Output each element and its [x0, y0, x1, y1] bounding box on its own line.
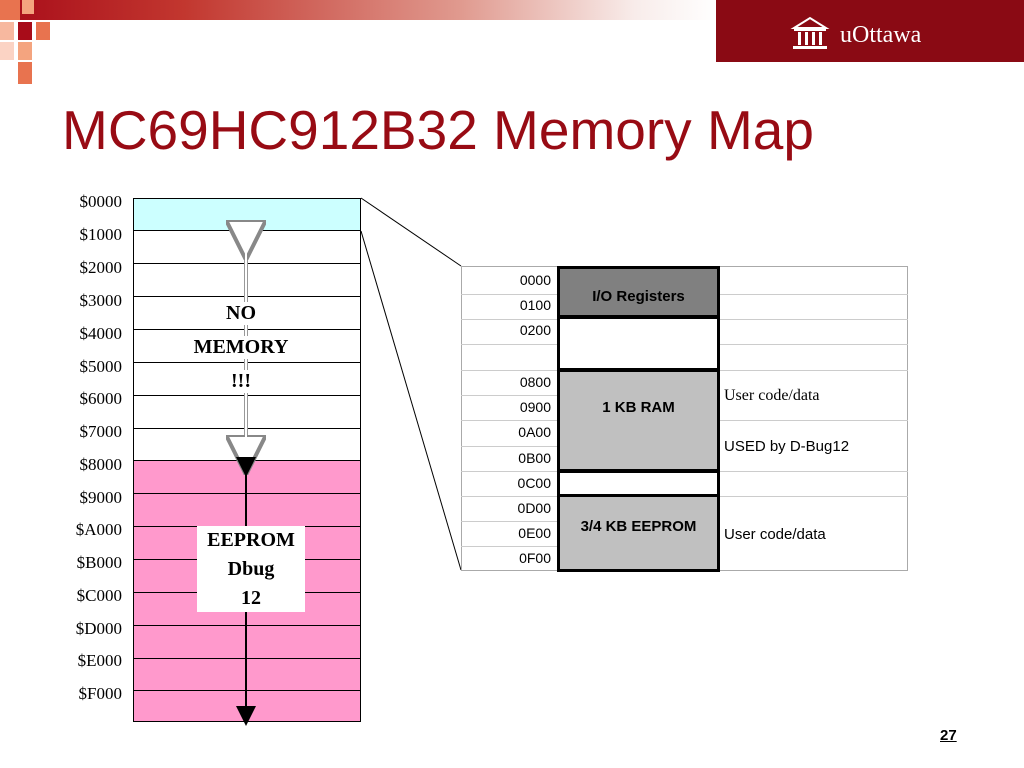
- detail-row-border: [461, 496, 558, 497]
- detail-row-border: [719, 319, 908, 320]
- detail-row-border: [719, 420, 908, 421]
- detail-row-border: [461, 319, 558, 320]
- detail-row-border: [461, 420, 558, 421]
- decor-square: [36, 22, 50, 40]
- detail-row-border: [461, 446, 558, 447]
- dbug-description: USED by D-Bug12: [724, 438, 850, 455]
- memory-address-label: $B000: [76, 553, 122, 572]
- no-memory-label: !!!: [206, 370, 276, 393]
- detail-row-border: [461, 294, 558, 295]
- decor-square: [22, 0, 34, 14]
- detail-row-border: [461, 370, 558, 371]
- memory-address-label: $D000: [75, 619, 122, 638]
- detail-address-label: 0D00: [517, 500, 551, 516]
- memory-address-label: $F000: [78, 684, 122, 703]
- detail-row-border: [719, 294, 908, 295]
- detail-row-border: [719, 471, 908, 472]
- detail-address-label: 0900: [519, 399, 551, 415]
- no-memory-label: MEMORY: [176, 336, 306, 359]
- detail-row-border: [461, 471, 558, 472]
- memory-address-label: $9000: [79, 488, 123, 507]
- detail-address-label: 0200: [519, 322, 551, 338]
- eeprom-user-description: User code/data: [724, 526, 826, 543]
- memory-address-label: $A000: [75, 520, 122, 539]
- decor-square: [0, 22, 14, 40]
- detail-address-label: 0A00: [518, 424, 551, 440]
- detail-row-border: [719, 344, 908, 345]
- eeprom-caption-box: [197, 526, 305, 612]
- slide-title: MC69HC912B32 Memory Map: [62, 99, 814, 161]
- eeprom-block: [557, 494, 720, 572]
- page-number: 27: [940, 727, 957, 744]
- ram-block: [557, 369, 720, 472]
- zoom-line-top: [360, 197, 462, 267]
- detail-row-border: [461, 395, 558, 396]
- memory-address-label: $7000: [79, 422, 123, 441]
- decor-square: [0, 42, 14, 60]
- unused-block: [557, 316, 720, 371]
- ram-user-description: User code/data: [724, 387, 820, 404]
- memory-address-label: $E000: [77, 651, 122, 670]
- ram-label: 1 KB RAM: [602, 399, 675, 416]
- detail-row-border: [461, 344, 558, 345]
- detail-row-border: [461, 521, 558, 522]
- memory-address-label: $2000: [79, 258, 123, 277]
- detail-row-border: [719, 496, 908, 497]
- detail-address-label: 0100: [519, 297, 551, 313]
- logo-banner: [716, 0, 1024, 62]
- detail-address-label: 0C00: [517, 475, 551, 491]
- zoom-line-bottom: [360, 230, 462, 571]
- io-registers-label: I/O Registers: [592, 288, 685, 305]
- no-memory-label: NO: [196, 302, 286, 325]
- memory-address-label: $0000: [79, 192, 123, 211]
- eeprom-label: 12: [241, 587, 261, 609]
- detail-address-label: 0E00: [518, 525, 551, 541]
- building-icon: [790, 14, 830, 57]
- memory-address-label: $3000: [79, 291, 123, 310]
- memory-address-label: $6000: [79, 389, 123, 408]
- detail-address-label: 0B00: [518, 450, 551, 466]
- detail-row-border: [719, 370, 908, 371]
- decor-square: [18, 62, 32, 84]
- eeprom-detail-label: 3/4 KB EEPROM: [580, 518, 697, 535]
- memory-address-label: $C000: [76, 586, 122, 605]
- memory-address-label: $4000: [79, 324, 123, 343]
- logo-text: uOttawa: [840, 22, 922, 48]
- detail-row-border: [461, 546, 558, 547]
- detail-address-label: 0800: [519, 374, 551, 390]
- memory-address-label: $1000: [79, 225, 123, 244]
- eeprom-label: EEPROM: [207, 529, 295, 551]
- decor-square: [0, 0, 20, 20]
- detail-address-label: 0000: [519, 272, 551, 288]
- detail-address-label: 0F00: [519, 550, 551, 566]
- unused-block: [557, 470, 720, 497]
- eeprom-label: Dbug: [227, 558, 275, 580]
- memory-address-label: $5000: [79, 357, 123, 376]
- decor-square: [18, 22, 32, 40]
- memory-address-label: $8000: [79, 455, 123, 474]
- decor-square: [18, 42, 32, 60]
